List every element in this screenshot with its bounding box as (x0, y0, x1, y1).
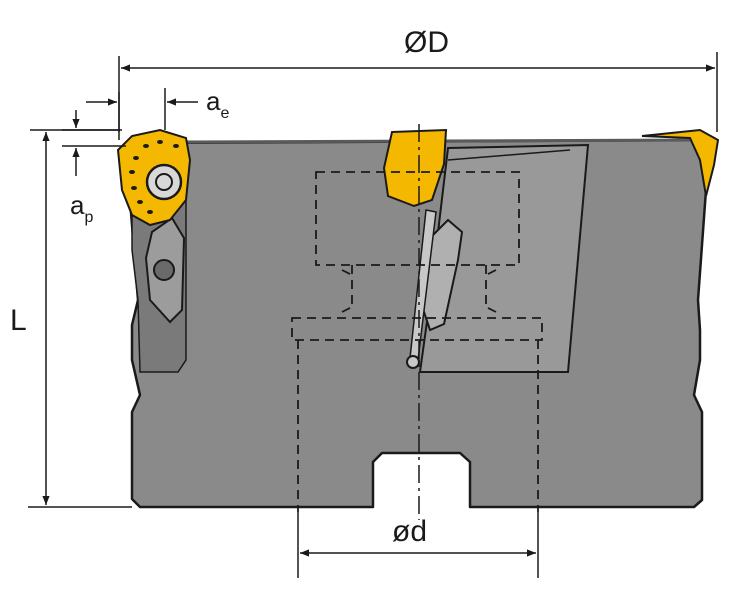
outer-diameter-label: ØD (404, 26, 449, 59)
dimension-bore-diameter (297, 512, 539, 578)
left-clamp-screw-icon (153, 259, 175, 281)
pocket-line (447, 149, 571, 161)
body-top-edge (185, 138, 713, 144)
insert-dots (129, 140, 179, 214)
dimension-length (28, 129, 132, 508)
bore-diameter-label: ød (392, 515, 427, 548)
right-insert (641, 128, 720, 197)
left-insert-screw-icon (145, 163, 183, 201)
radial-engagement-label: ae (206, 86, 229, 122)
center-screw-head-icon (406, 355, 420, 369)
axial-depth-label: ap (70, 190, 93, 226)
dimension-radial-engagement (86, 88, 198, 132)
length-label: L (10, 304, 27, 337)
hidden-lines (291, 171, 543, 512)
torx-icon (155, 173, 173, 191)
dimension-axial-depth (62, 110, 126, 176)
